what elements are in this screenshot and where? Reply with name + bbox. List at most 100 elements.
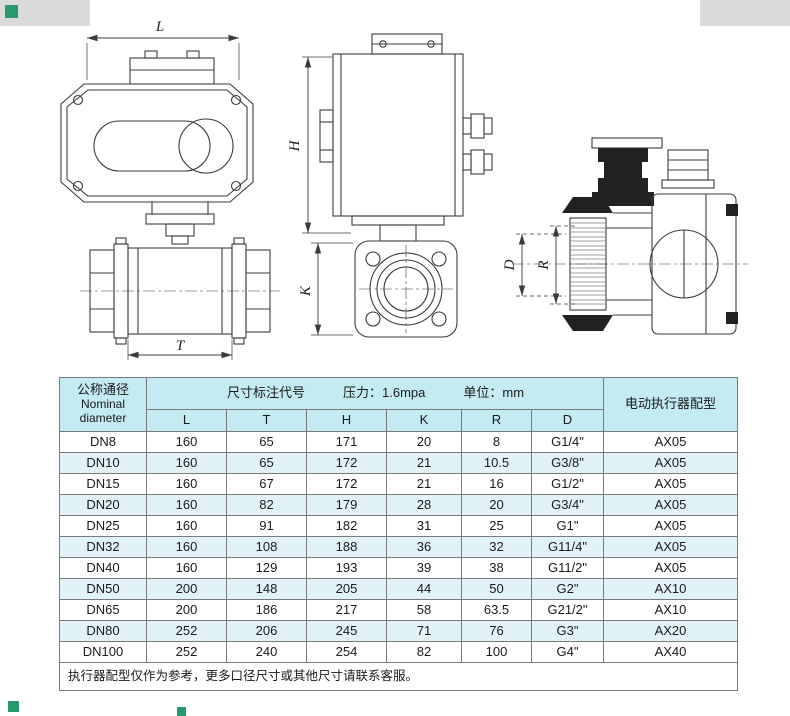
cell-r: 32 — [461, 536, 532, 558]
cell-r: 25 — [461, 515, 532, 537]
cell-t: 65 — [226, 431, 307, 453]
view-section: D R — [502, 137, 748, 335]
cell-l: 160 — [146, 557, 227, 579]
cell-l: 160 — [146, 536, 227, 558]
cell-t: 108 — [226, 536, 307, 558]
header-dim-K: K — [386, 409, 462, 432]
dim-label-T: T — [176, 338, 186, 354]
cell-d: G1/4" — [531, 431, 604, 453]
cell-actuator: AX05 — [603, 557, 738, 579]
cell-d: G1/2" — [531, 473, 604, 495]
cell-k: 28 — [386, 494, 462, 516]
cell-actuator: AX05 — [603, 494, 738, 516]
cell-r: 38 — [461, 557, 532, 579]
cell-h: 188 — [306, 536, 387, 558]
header-actuator-model: 电动执行器配型 — [603, 377, 738, 432]
cell-h: 179 — [306, 494, 387, 516]
cell-k: 71 — [386, 620, 462, 642]
header-diameter-en1: Nominal — [80, 397, 125, 412]
cell-l: 252 — [146, 620, 227, 642]
cell-dn: DN80 — [59, 620, 147, 642]
header-unit: 单位：mm — [463, 385, 525, 401]
header-dim-L: L — [146, 409, 227, 432]
technical-drawing: L — [60, 19, 748, 360]
cell-t: 82 — [226, 494, 307, 516]
dimension-K: K — [298, 242, 353, 336]
cell-h: 217 — [306, 599, 387, 621]
view-side: L — [60, 19, 280, 360]
cell-l: 160 — [146, 473, 227, 495]
watermark-square-bottom-center — [177, 707, 186, 716]
cell-r: 76 — [461, 620, 532, 642]
cell-k: 21 — [386, 452, 462, 474]
dim-label-R: R — [536, 260, 552, 270]
bonnet-section — [591, 137, 663, 206]
cell-dn: DN100 — [59, 641, 147, 663]
cell-h: 245 — [306, 620, 387, 642]
cell-d: G4" — [531, 641, 604, 663]
cell-h: 205 — [306, 578, 387, 600]
cell-l: 160 — [146, 431, 227, 453]
watermark-square-bottom-left — [8, 701, 19, 712]
spec-table: 公称通径 Nominal diameter 尺寸标注代号 压力：1.6mpa 单… — [59, 377, 738, 691]
dimension-H: H — [287, 56, 351, 234]
dim-label-K: K — [298, 285, 314, 297]
cell-t: 65 — [226, 452, 307, 474]
cell-l: 160 — [146, 515, 227, 537]
cell-l: 200 — [146, 599, 227, 621]
cell-r: 8 — [461, 431, 532, 453]
cell-d: G2" — [531, 578, 604, 600]
cell-k: 58 — [386, 599, 462, 621]
view-front: H — [287, 33, 493, 338]
cable-gland-2 — [462, 149, 493, 175]
cell-k: 20 — [386, 431, 462, 453]
dimension-D: D — [502, 233, 566, 297]
cell-dn: DN65 — [59, 599, 147, 621]
cell-dn: DN10 — [59, 452, 147, 474]
cell-k: 82 — [386, 641, 462, 663]
cell-k: 21 — [386, 473, 462, 495]
cell-dn: DN20 — [59, 494, 147, 516]
cell-k: 31 — [386, 515, 462, 537]
cell-h: 193 — [306, 557, 387, 579]
cell-dn: DN50 — [59, 578, 147, 600]
header-dim-H: H — [306, 409, 387, 432]
cell-l: 160 — [146, 452, 227, 474]
cell-t: 240 — [226, 641, 307, 663]
cell-d: G1" — [531, 515, 604, 537]
cell-dn: DN25 — [59, 515, 147, 537]
table-footnote: 执行器配型仅作为参考，更多口径尺寸或其他尺寸请联系客服。 — [59, 662, 738, 691]
actuator-front — [319, 33, 493, 242]
cell-actuator: AX10 — [603, 578, 738, 600]
cell-dn: DN40 — [59, 557, 147, 579]
valve-side — [80, 202, 280, 345]
table-header-row-1: 公称通径 Nominal diameter 尺寸标注代号 压力：1.6mpa 单… — [59, 377, 738, 432]
cell-t: 148 — [226, 578, 307, 600]
header-diameter-cn: 公称通径 — [76, 382, 129, 398]
dim-label-D: D — [502, 259, 518, 271]
cell-r: 20 — [461, 494, 532, 516]
cell-t: 186 — [226, 599, 307, 621]
table-footnote-row: 执行器配型仅作为参考，更多口径尺寸或其他尺寸请联系客服。 — [59, 662, 738, 691]
cell-r: 10.5 — [461, 452, 532, 474]
page-gray-corner-right — [700, 0, 790, 26]
cell-h: 254 — [306, 641, 387, 663]
watermark-square-top-left — [5, 5, 18, 18]
dimension-L: L — [86, 19, 240, 80]
cell-k: 36 — [386, 536, 462, 558]
header-pressure: 压力：1.6mpa — [343, 385, 426, 401]
valve-front — [354, 240, 458, 338]
cell-d: G3" — [531, 620, 604, 642]
cell-r: 16 — [461, 473, 532, 495]
cell-actuator: AX40 — [603, 641, 738, 663]
header-dim-T: T — [226, 409, 307, 432]
actuator-side — [60, 50, 254, 203]
